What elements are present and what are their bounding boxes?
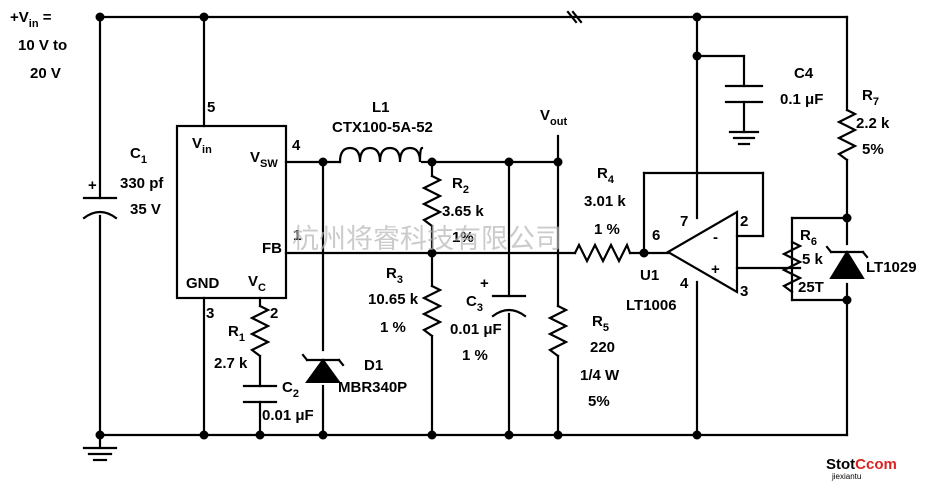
r2-value: 3.65 k: [442, 203, 484, 220]
r7-tol: 5%: [862, 141, 884, 158]
c1-value: 330 pf: [120, 175, 164, 192]
r6-extra: 25T: [798, 279, 824, 296]
r6-value: 5 k: [802, 251, 824, 268]
supply-label: +Vin =: [10, 9, 52, 30]
resistor-r2-icon: [421, 174, 443, 228]
u1-pin3: 3: [740, 283, 748, 300]
r2-tol: 1%: [452, 229, 474, 246]
opamp-u1-icon: [665, 210, 739, 294]
reg-pin-fb: FB: [262, 240, 282, 257]
u1-pin7: 7: [680, 213, 688, 230]
reg-pin-vsw-num: 4: [292, 137, 301, 154]
capacitor-c2-icon: [242, 384, 278, 404]
switching-regulator-box: [175, 124, 288, 300]
resistor-r3-icon: [421, 284, 443, 338]
reg-pin-vin-num: 5: [207, 99, 215, 116]
c3-value: 0.01 μF: [450, 321, 502, 338]
u1-pin4: 4: [680, 275, 689, 292]
r5-name: R5: [592, 313, 609, 334]
c3-polarity: +: [480, 275, 489, 292]
l1-name: L1: [372, 99, 390, 116]
site-logo: StotCcom jiexiantu: [826, 456, 897, 481]
u1-pin6: 6: [652, 227, 660, 244]
r4-tol: 1 %: [594, 221, 620, 238]
r5-tol: 5%: [588, 393, 610, 410]
junction-dots: [95, 12, 852, 440]
r2-name: R2: [452, 175, 469, 196]
resistor-r7-icon: [836, 108, 858, 162]
c4-name: C4: [794, 65, 814, 82]
supply-range-line2: 10 V to: [18, 37, 67, 54]
reg-pin-fb-num: 1: [293, 227, 301, 244]
reg-pin-vsw: VSW: [250, 149, 278, 170]
r3-name: R3: [386, 265, 403, 286]
reg-pin-gnd-num: 3: [206, 305, 214, 322]
r7-name: R7: [862, 87, 879, 108]
r7-value: 2.2 k: [856, 115, 890, 132]
vout-label: Vout: [540, 107, 567, 128]
rail-mark: [566, 10, 583, 24]
r3-value: 10.65 k: [368, 291, 419, 308]
svg-text:jiexiantu: jiexiantu: [831, 472, 861, 481]
c4-value: 0.1 μF: [780, 91, 823, 108]
reg-pin-vin: Vin: [192, 135, 212, 156]
c1-name: C1: [130, 145, 147, 166]
c2-value: 0.01 μF: [262, 407, 314, 424]
potentiometer-r6-icon: [781, 240, 803, 294]
r5-value: 220: [590, 339, 615, 356]
r1-value: 2.7 k: [214, 355, 248, 372]
u1-minus-sign: -: [713, 229, 718, 246]
lt1029-part: LT1029: [866, 259, 917, 276]
c1-polarity: +: [88, 177, 97, 194]
c2-name: C2: [282, 379, 299, 400]
c3-tol: 1 %: [462, 347, 488, 364]
inductor-l1-icon: [338, 146, 424, 164]
reg-pin-gnd: GND: [186, 275, 220, 292]
r4-value: 3.01 k: [584, 193, 626, 210]
c3-name: C3: [466, 293, 483, 314]
c4-ground-icon: [728, 130, 760, 146]
d1-part: MBR340P: [338, 379, 407, 396]
resistor-r4-icon: [573, 242, 632, 264]
wires: [98, 15, 849, 437]
capacitor-c1-icon: [82, 196, 118, 220]
resistor-r1-icon: [249, 304, 271, 358]
u1-pin2: 2: [740, 213, 748, 230]
resistor-r5-icon: [547, 304, 569, 358]
r6-name: R6: [800, 227, 817, 248]
u1-name: U1: [640, 267, 659, 284]
company-watermark: 杭州将睿科技有限公司: [292, 224, 562, 255]
svg-text:StotCcom: StotCcom: [826, 456, 897, 473]
diode-d1-icon: [301, 353, 345, 383]
u1-plus-sign: +: [711, 261, 720, 278]
capacitor-c4-icon: [724, 84, 764, 104]
r3-tol: 1 %: [380, 319, 406, 336]
u1-part: LT1006: [626, 297, 677, 314]
reference-diode-lt1029-icon: [825, 245, 869, 279]
ground-icon: [82, 433, 118, 462]
reg-pin-vc: VC: [248, 273, 266, 294]
capacitor-c3-icon: [491, 294, 527, 318]
reg-pin-vc-num: 2: [270, 305, 278, 322]
c1-voltage: 35 V: [130, 201, 161, 218]
supply-range-line3: 20 V: [30, 65, 61, 82]
d1-name: D1: [364, 357, 383, 374]
r1-name: R1: [228, 323, 245, 344]
r4-name: R4: [597, 165, 615, 186]
l1-part: CTX100-5A-52: [332, 119, 433, 136]
r5-power: 1/4 W: [580, 367, 620, 384]
